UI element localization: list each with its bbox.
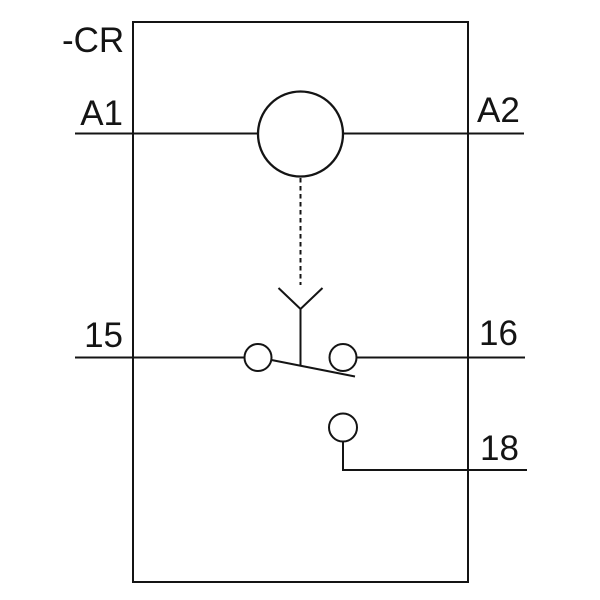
terminal-lead-18 — [342, 441, 527, 471]
terminal-label-18: 18 — [480, 429, 519, 468]
actuator-fork-arrow-icon — [277, 287, 324, 311]
contact-pivot-circle-left — [243, 343, 273, 372]
terminal-label-16: 16 — [479, 314, 518, 353]
contact-point-circle-16 — [328, 343, 358, 372]
coil-circle-icon — [256, 90, 345, 178]
terminal-label-a1: A1 — [80, 94, 123, 133]
contact-point-circle-18 — [328, 412, 358, 443]
terminal-label-15: 15 — [84, 316, 123, 355]
terminal-label-a2: A2 — [477, 91, 520, 130]
device-label: -CR — [62, 21, 124, 60]
contact-blade-line — [271, 359, 356, 378]
enclosure-outline — [132, 21, 469, 583]
